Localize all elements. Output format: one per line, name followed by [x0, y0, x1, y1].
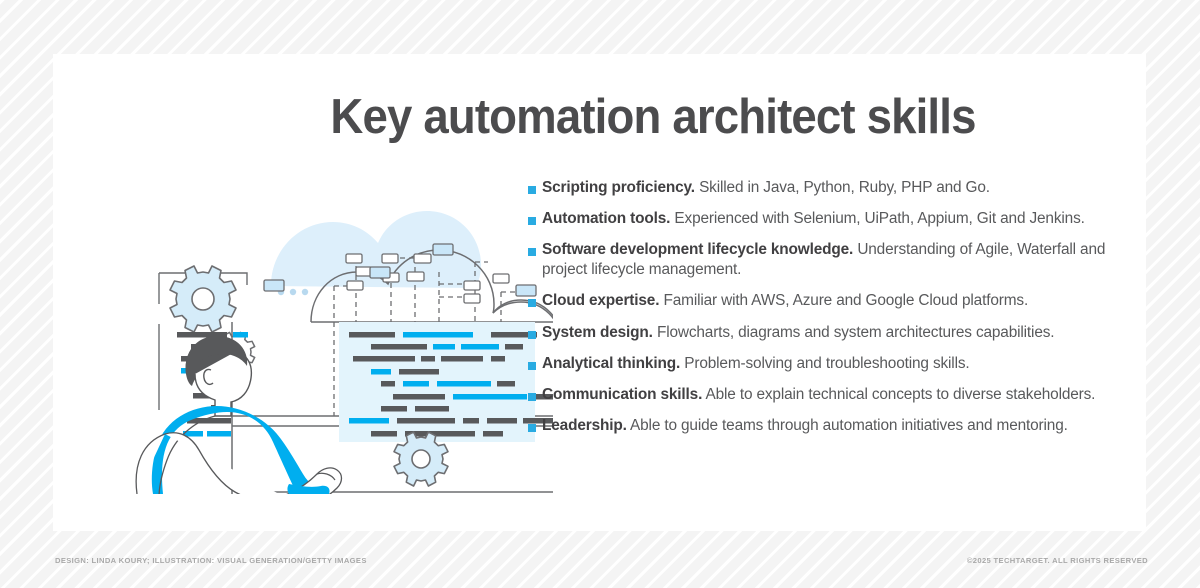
gear-large-icon — [169, 265, 237, 333]
skill-description: Able to explain technical concepts to di… — [705, 386, 1096, 404]
footer-credit: DESIGN: LINDA KOURY; ILLUSTRATION: VISUA… — [55, 556, 367, 565]
list-item: Communication skills. Able to explain te… — [528, 385, 1128, 405]
footer-copyright: ©2025 TECHTARGET. ALL RIGHTS RESERVED — [966, 556, 1148, 565]
bullet-square-icon — [528, 248, 536, 257]
list-item: Cloud expertise. Familiar with AWS, Azur… — [528, 291, 1128, 311]
skill-text: Communication skills. Able to explain te… — [542, 385, 1095, 405]
skill-term: Leadership. — [542, 417, 627, 435]
gear-medium-icon — [393, 431, 449, 487]
skill-text: Cloud expertise. Familiar with AWS, Azur… — [542, 291, 1028, 311]
skill-description: Skilled in Java, Python, Ruby, PHP and G… — [699, 179, 990, 196]
bullet-square-icon — [528, 186, 536, 194]
skill-term: Scripting proficiency. — [542, 179, 695, 196]
list-item: Automation tools. Experienced with Selen… — [528, 209, 1128, 229]
skill-text: Scripting proficiency. Skilled in Java, … — [542, 178, 990, 198]
skill-description: Flowcharts, diagrams and system architec… — [656, 323, 1055, 341]
list-item: Software development lifecycle knowledge… — [528, 240, 1128, 279]
skill-term: System design. — [542, 323, 653, 341]
list-item: Analytical thinking. Problem-solving and… — [528, 354, 1128, 374]
skill-text: System design. Flowcharts, diagrams and … — [542, 323, 1055, 343]
list-item: Leadership. Able to guide teams through … — [528, 416, 1128, 436]
skill-description: Problem-solving and troubleshooting skil… — [684, 354, 970, 372]
skill-text: Leadership. Able to guide teams through … — [542, 416, 1068, 436]
cloud-node-boxes — [263, 243, 537, 304]
skill-text: Software development lifecycle knowledge… — [542, 240, 1128, 279]
skill-description: Familiar with AWS, Azure and Google Clou… — [663, 292, 1029, 310]
list-item: Scripting proficiency. Skilled in Java, … — [528, 178, 1128, 198]
background-cloud-shape — [271, 211, 481, 288]
code-lines-panel — [349, 332, 553, 437]
bullet-square-icon — [528, 424, 536, 433]
skill-term: Cloud expertise. — [542, 292, 660, 310]
skill-description: Able to guide teams through automation i… — [630, 417, 1068, 435]
skill-text: Analytical thinking. Problem-solving and… — [542, 354, 970, 374]
skill-text: Automation tools. Experienced with Selen… — [542, 209, 1085, 229]
illustration — [103, 154, 553, 494]
infographic-card: Key automation architect skills — [53, 54, 1146, 531]
skill-description: Understanding of Agile, Waterfall and pr… — [542, 241, 1106, 279]
skill-term: Automation tools. — [542, 210, 671, 228]
bullet-square-icon — [528, 330, 536, 339]
skill-term: Analytical thinking. — [542, 354, 681, 372]
bullet-square-icon — [528, 299, 536, 308]
list-item: System design. Flowcharts, diagrams and … — [528, 323, 1128, 343]
bullet-square-icon — [528, 393, 536, 402]
skills-list: Scripting proficiency. Skilled in Java, … — [528, 178, 1128, 447]
skill-term: Communication skills. — [542, 386, 703, 404]
skill-term: Software development lifecycle knowledge… — [542, 241, 854, 259]
person-illustration — [135, 336, 343, 494]
skill-description: Experienced with Selenium, UiPath, Appiu… — [674, 210, 1085, 228]
bullet-square-icon — [528, 217, 536, 226]
page-title: Key automation architect skills — [330, 90, 976, 144]
bullet-square-icon — [528, 361, 536, 370]
